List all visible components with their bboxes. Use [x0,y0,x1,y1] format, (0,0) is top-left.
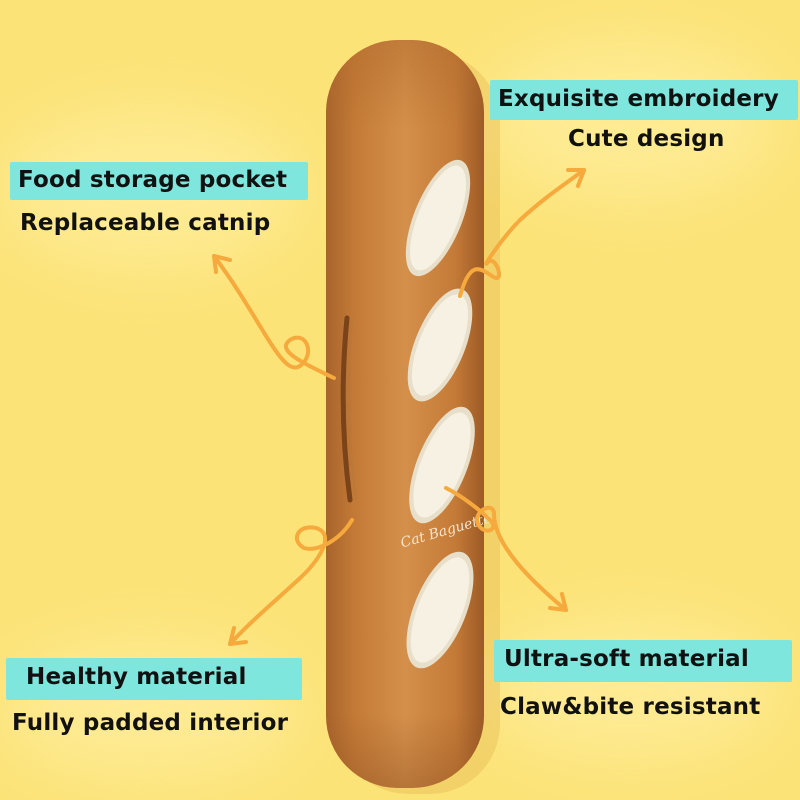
callout-bottom-left-subtitle: Fully padded interior [12,710,289,736]
callout-top-left-subtitle: Replaceable catnip [20,210,271,236]
arrow-bottom-left-head [228,626,248,646]
arrow-bottom-right [444,486,568,612]
callout-highlight [490,80,798,120]
callout-top-right-title: Exquisite embroidery [498,86,779,112]
pocket-seam-highlight [347,317,357,501]
arrow-top-left-head [212,254,232,274]
callout-highlight [10,162,308,200]
callout-bottom-right-title: Ultra-soft material [504,646,749,672]
callout-highlight [494,640,792,682]
callout-top-right-subtitle: Cute design [568,126,725,152]
callout-bottom-right-subtitle: Claw&bite resistant [500,694,761,720]
callout-top-left-title: Food storage pocket [18,167,288,193]
arrow-bottom-right-head [548,592,568,612]
pocket-seam [340,315,353,503]
background-glow [480,40,780,200]
callout-bottom-left-title: Healthy material [26,664,247,690]
score-marks [405,159,475,669]
callout-highlight [6,658,302,700]
arrow-top-right [458,168,586,298]
arrow-top-right-head [566,168,586,188]
arrow-top-left [212,254,336,380]
arrow-bottom-left [228,518,354,646]
callout-arrows [212,168,586,646]
